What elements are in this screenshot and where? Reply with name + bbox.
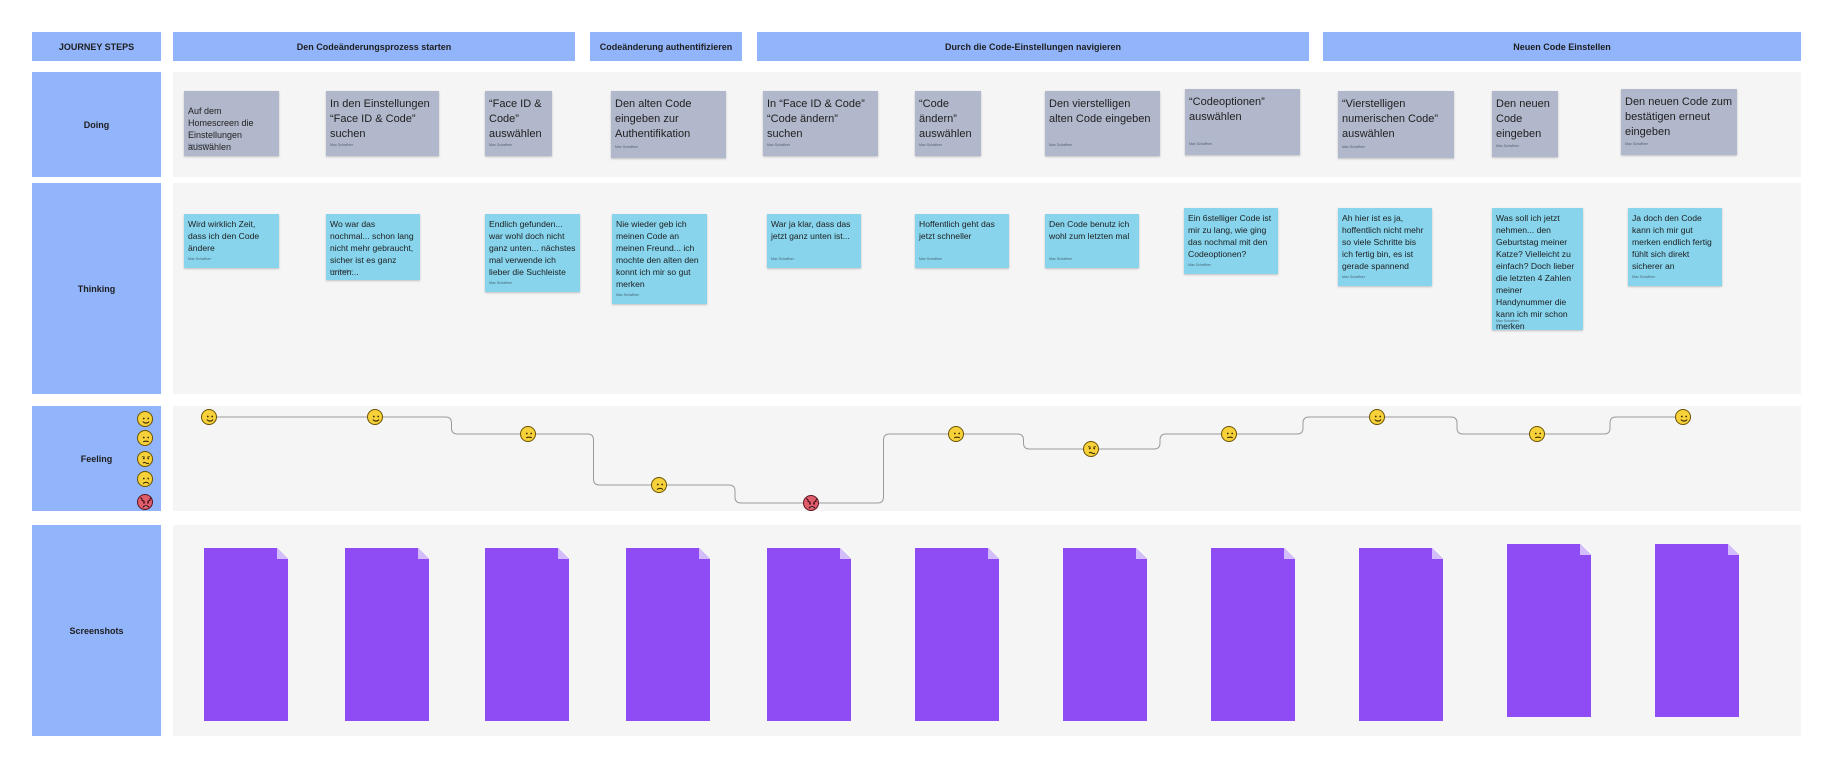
screenshot-placeholder[interactable]	[767, 548, 851, 721]
doing-note[interactable]: Den neuen Code zum bestätigen erneut ein…	[1621, 89, 1737, 155]
legend-sad-face-icon	[137, 471, 153, 487]
thinking-note[interactable]: Ja doch den Code kann ich mir gut merken…	[1628, 208, 1722, 286]
very-happy-face-icon	[367, 409, 383, 425]
neutral-face-icon	[1529, 426, 1545, 442]
neutral-face-icon	[520, 426, 536, 442]
very-happy-face-icon	[201, 409, 217, 425]
step-header-authenticate: Codeänderung authentifizieren	[590, 32, 742, 61]
thinking-note[interactable]: Was soll ich jetzt nehmen... den Geburts…	[1492, 208, 1583, 330]
neutral-face-icon	[1221, 426, 1237, 442]
screenshot-placeholder[interactable]	[1359, 548, 1443, 721]
page-fold	[1432, 548, 1443, 559]
very-happy-face-icon	[1675, 409, 1691, 425]
thinking-note[interactable]: Ah hier ist es ja, hoffentlich nicht meh…	[1338, 208, 1432, 286]
doing-note[interactable]: In “Face ID & Code” “Code ändern” suchen…	[763, 91, 878, 156]
page-fold	[418, 548, 429, 559]
page-fold	[1728, 544, 1739, 555]
thinking-note[interactable]: Ein 6stelliger Code ist mir zu lang, wie…	[1184, 208, 1278, 274]
screenshot-placeholder[interactable]	[626, 548, 710, 721]
page-fold	[988, 548, 999, 559]
legend-unsure-face-icon	[137, 451, 153, 467]
feeling-row	[173, 406, 1801, 511]
page-fold	[1136, 548, 1147, 559]
step-header-start: Den Codeänderungsprozess starten	[173, 32, 575, 61]
thinking-note[interactable]: Nie wieder geb ich meinen Code an meinen…	[612, 214, 707, 304]
thinking-note[interactable]: Wird wirklich Zeit, dass ich den Code än…	[184, 214, 279, 268]
thinking-note[interactable]: Den Code benutz ich wohl zum letzten mal…	[1045, 214, 1139, 268]
journey-steps-label: JOURNEY STEPS	[32, 32, 161, 61]
page-fold	[1284, 548, 1295, 559]
screenshot-placeholder[interactable]	[345, 548, 429, 721]
screenshot-placeholder[interactable]	[915, 548, 999, 721]
legend-angry-face-icon	[137, 494, 153, 510]
step-header-new-code: Neuen Code Einstellen	[1323, 32, 1801, 61]
doing-note[interactable]: “Vierstelligen numerischen Code” auswähl…	[1338, 91, 1454, 158]
screenshot-placeholder[interactable]	[1063, 548, 1147, 721]
page-fold	[558, 548, 569, 559]
doing-note[interactable]: Den alten Code eingeben zur Authentifika…	[611, 91, 726, 158]
page-fold	[840, 548, 851, 559]
legend-very-happy-face-icon	[137, 411, 153, 427]
angry-face-icon	[803, 495, 819, 511]
thinking-note[interactable]: Endlich gefunden... war wohl doch nicht …	[485, 214, 580, 292]
very-happy-face-icon	[1369, 409, 1385, 425]
legend-neutral-face-icon	[137, 430, 153, 446]
thinking-lane-label: Thinking	[32, 183, 161, 394]
doing-lane-label: Doing	[32, 72, 161, 177]
screenshot-placeholder[interactable]	[204, 548, 288, 721]
sad-face-icon	[651, 477, 667, 493]
screenshot-placeholder[interactable]	[1507, 544, 1591, 717]
neutral-face-icon	[948, 426, 964, 442]
unsure-face-icon	[1083, 441, 1099, 457]
doing-note[interactable]: In den Einstellungen “Face ID & Code” su…	[326, 91, 439, 156]
screenshots-lane-label: Screenshots	[32, 525, 161, 736]
thinking-note[interactable]: Wo war das nochmal... schon lang nicht m…	[326, 214, 420, 280]
page-fold	[699, 548, 710, 559]
screenshot-placeholder[interactable]	[1211, 548, 1295, 721]
thinking-note[interactable]: War ja klar, dass das jetzt ganz unten i…	[767, 214, 861, 268]
page-fold	[1580, 544, 1591, 555]
feeling-line	[209, 416, 1683, 504]
screenshot-placeholder[interactable]	[485, 548, 569, 721]
step-header-navigate: Durch die Code-Einstellungen navigieren	[757, 32, 1309, 61]
page-fold	[277, 548, 288, 559]
feeling-lane-text: Feeling	[80, 453, 113, 464]
screenshot-placeholder[interactable]	[1655, 544, 1739, 717]
doing-note[interactable]: Auf dem Homescreen die Einstellungen aus…	[184, 91, 279, 156]
